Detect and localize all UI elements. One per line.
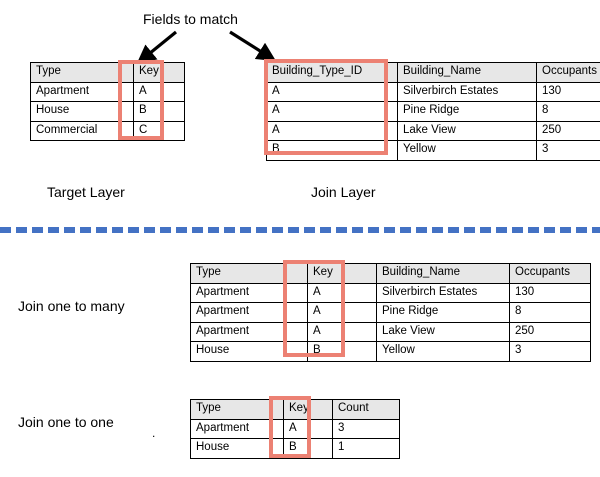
table-row: Apartment A Silverbirch Estates 130 (190, 282, 591, 303)
column-header-type: Type (30, 62, 134, 83)
table-row: House B (30, 101, 185, 122)
cell-type: Apartment (190, 321, 308, 342)
column-header-key: Key (283, 399, 333, 420)
column-header-type: Type (190, 263, 308, 284)
table-row: Apartment A Pine Ridge 8 (190, 302, 591, 323)
column-header-occupants: Occupants (509, 263, 591, 284)
cell-occupants: 8 (509, 302, 591, 323)
cell-type: Apartment (190, 302, 308, 323)
cell-key: B (283, 438, 333, 459)
stray-dot: . (152, 426, 156, 440)
cell-occupants: 130 (509, 282, 591, 303)
section-divider (0, 227, 600, 233)
column-header-building-name: Building_Name (376, 263, 510, 284)
cell-occupants: 3 (509, 341, 591, 362)
column-header-building-type-id: Building_Type_ID (266, 62, 398, 83)
cell-building-name: Yellow (376, 341, 510, 362)
cell-count: 3 (332, 418, 400, 439)
cell-building-name: Pine Ridge (376, 302, 510, 323)
cell-key: A (307, 282, 377, 303)
cell-occupants: 3 (536, 140, 600, 161)
cell-building-type-id: B (266, 140, 398, 161)
column-header-count: Count (332, 399, 400, 420)
cell-building-type-id: A (266, 81, 398, 102)
cell-type: House (190, 438, 284, 459)
table-header-row: Type Key (30, 62, 185, 83)
cell-building-name: Pine Ridge (397, 101, 537, 122)
cell-key: A (283, 418, 333, 439)
column-header-key: Key (133, 62, 185, 83)
cell-type: Commercial (30, 120, 134, 141)
cell-type: Apartment (190, 282, 308, 303)
cell-building-type-id: A (266, 120, 398, 141)
target-layer-table: Type Key Apartment A House B Commercial … (30, 62, 185, 141)
cell-type: House (30, 101, 134, 122)
cell-type: Apartment (30, 81, 134, 102)
cell-key: B (133, 101, 185, 122)
arrow-to-join-key-icon (229, 30, 277, 62)
cell-type: House (190, 341, 308, 362)
join-layer-table: Building_Type_ID Building_Name Occupants… (266, 62, 600, 161)
column-header-key: Key (307, 263, 377, 284)
cell-building-name: Lake View (397, 120, 537, 141)
table-row: B Yellow 3 (266, 140, 600, 161)
join-layer-label: Join Layer (311, 184, 376, 200)
cell-building-name: Silverbirch Estates (397, 81, 537, 102)
table-row: Apartment A Lake View 250 (190, 321, 591, 342)
table-row: A Silverbirch Estates 130 (266, 81, 600, 102)
cell-key: C (133, 120, 185, 141)
table-row: Apartment A (30, 81, 185, 102)
table-header-row: Type Key Count (190, 399, 400, 420)
cell-count: 1 (332, 438, 400, 459)
arrow-to-target-key-icon (136, 30, 178, 65)
join-one-to-one-label: Join one to one (18, 414, 114, 430)
table-row: A Lake View 250 (266, 120, 600, 141)
cell-occupants: 250 (536, 120, 600, 141)
table-row: House B 1 (190, 438, 400, 459)
cell-building-type-id: A (266, 101, 398, 122)
table-header-row: Building_Type_ID Building_Name Occupants (266, 62, 600, 83)
cell-building-name: Yellow (397, 140, 537, 161)
table-header-row: Type Key Building_Name Occupants (190, 263, 591, 284)
target-layer-label: Target Layer (47, 184, 125, 200)
cell-type: Apartment (190, 418, 284, 439)
join-one-to-many-label: Join one to many (18, 298, 125, 314)
fields-to-match-label: Fields to match (143, 11, 238, 27)
cell-occupants: 130 (536, 81, 600, 102)
table-row: House B Yellow 3 (190, 341, 591, 362)
cell-occupants: 250 (509, 321, 591, 342)
cell-key: A (307, 302, 377, 323)
cell-key: A (307, 321, 377, 342)
cell-building-name: Silverbirch Estates (376, 282, 510, 303)
column-header-occupants: Occupants (536, 62, 600, 83)
join-one-to-one-table: Type Key Count Apartment A 3 House B 1 (190, 399, 400, 459)
table-row: Apartment A 3 (190, 418, 400, 439)
cell-key: A (133, 81, 185, 102)
table-row: Commercial C (30, 120, 185, 141)
cell-key: B (307, 341, 377, 362)
column-header-building-name: Building_Name (397, 62, 537, 83)
table-row: A Pine Ridge 8 (266, 101, 600, 122)
cell-building-name: Lake View (376, 321, 510, 342)
cell-occupants: 8 (536, 101, 600, 122)
join-one-to-many-table: Type Key Building_Name Occupants Apartme… (190, 263, 591, 362)
column-header-type: Type (190, 399, 284, 420)
